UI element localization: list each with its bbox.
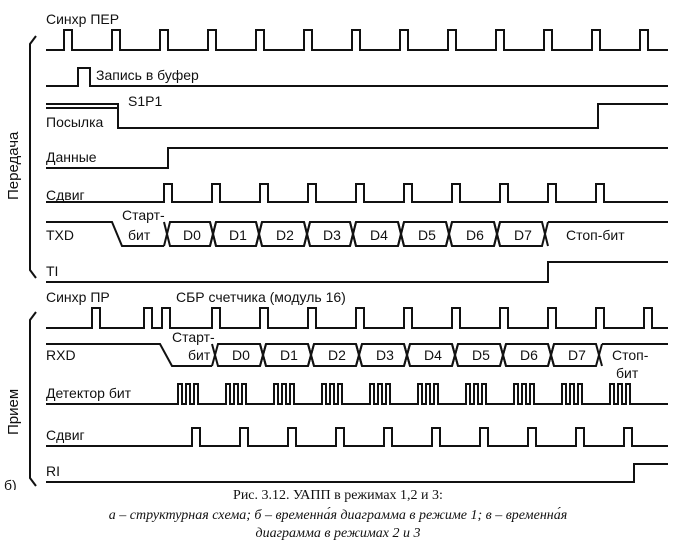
wave-write-buffer	[46, 67, 668, 87]
wave-data	[46, 147, 668, 169]
rxd-start-bit-line2: бит	[188, 347, 211, 363]
rxd-bit-label: D7	[568, 347, 586, 363]
rxd-bit-label: D0	[232, 347, 250, 363]
wave-sync-tx	[46, 29, 668, 51]
figure-caption-title: Рис. 3.12. УАПП в режимах 1,2 и 3:	[233, 488, 443, 503]
label-data: Данные	[46, 149, 97, 165]
wave-ri	[46, 463, 668, 483]
txd-bit-label: D2	[276, 227, 294, 243]
figure-caption-line2: а – структурная схема; б – временна́я ди…	[108, 508, 568, 523]
wave-rxd-bit-7	[547, 343, 603, 367]
label-send: Посылка	[46, 114, 104, 130]
txd-bit-label: D3	[323, 227, 341, 243]
rxd-bit-label: D1	[280, 347, 298, 363]
label-write-buffer: Запись в буфер	[96, 67, 199, 83]
txd-bit-label: D5	[418, 227, 436, 243]
rxd-stop-bit-line1: Стоп-	[612, 347, 649, 363]
txd-start-bit-line2: бит	[128, 227, 151, 243]
rxd-bit-label: D6	[520, 347, 538, 363]
wave-sync-rx	[46, 307, 668, 329]
label-rxd: RXD	[46, 347, 76, 363]
label-ti: TI	[46, 263, 58, 279]
receive-bracket	[29, 311, 37, 487]
transmit-bracket	[29, 35, 37, 279]
wave-send	[46, 103, 668, 129]
rxd-bit-label: D3	[376, 347, 394, 363]
rxd-bit-label: D4	[424, 347, 442, 363]
group-label-transmit: Передача	[5, 131, 22, 200]
txd-bit-label: D1	[229, 227, 247, 243]
wave-ti	[46, 261, 668, 283]
wave-shift-rx	[46, 427, 668, 447]
figure-caption-line3: диаграмма в режимах 2 и 3	[255, 526, 421, 541]
label-counter-reset: СБР счетчика (модуль 16)	[176, 289, 346, 305]
label-bit-detector: Детектор бит	[46, 385, 132, 401]
label-sync-tx: Синхр ПЕР	[46, 11, 119, 27]
label-shift-rx: Сдвиг	[46, 427, 85, 443]
txd-bit-label: D0	[183, 227, 201, 243]
group-label-receive: Прием	[5, 389, 22, 435]
wave-txd-bit-7	[493, 221, 549, 247]
wave-txd-start	[46, 221, 164, 247]
txd-bit-label: D6	[466, 227, 484, 243]
rxd-start-bit-line1: Старт-	[172, 329, 215, 345]
txd-bit-label: D7	[514, 227, 532, 243]
wave-shift-tx	[46, 183, 668, 203]
panel-letter: б)	[4, 477, 17, 490]
rxd-bit-label: D2	[328, 347, 346, 363]
txd-bit-label: D4	[370, 227, 388, 243]
timing-diagram: Передача Прием б) Синхр ПЕР Запись в буф…	[4, 11, 668, 490]
rxd-bit-label: D5	[472, 347, 490, 363]
label-ri: RI	[46, 463, 60, 479]
label-shift-tx: Сдвиг	[46, 187, 85, 203]
label-sync-rx: Синхр ПР	[46, 289, 110, 305]
wave-rxd-start	[46, 343, 212, 367]
rxd-stop-bit-line2: бит	[616, 365, 639, 381]
label-txd: TXD	[46, 227, 74, 243]
txd-start-bit-line1: Старт-	[122, 207, 165, 223]
label-s1p1: S1P1	[128, 93, 162, 109]
txd-stop-bit: Стоп-бит	[566, 227, 625, 243]
wave-bit-detector	[46, 383, 668, 405]
